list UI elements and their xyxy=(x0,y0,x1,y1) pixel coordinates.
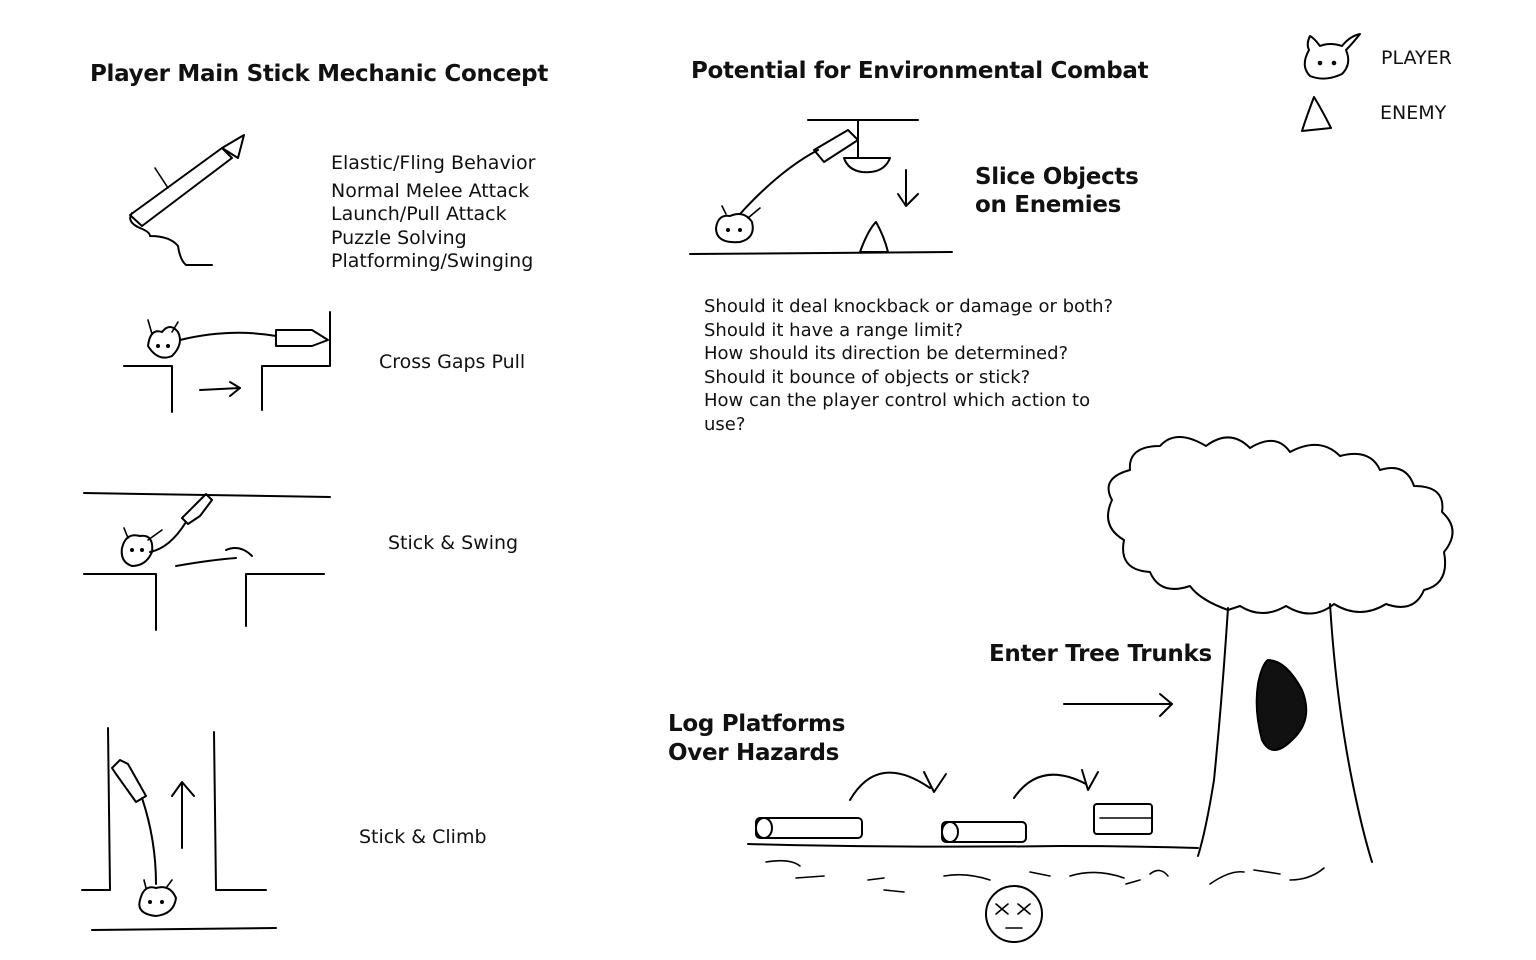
cross-gaps-label: Cross Gaps Pull xyxy=(379,351,526,373)
behavior-item: Platforming/Swinging xyxy=(331,250,534,272)
enemy-icon xyxy=(859,221,889,253)
player-legend-icon xyxy=(1303,33,1361,80)
tree-trunk-right xyxy=(1329,603,1373,863)
slice-sketch xyxy=(689,119,953,255)
log-icon xyxy=(1093,803,1153,835)
behavior-list: Elastic/Fling Behavior Normal Melee Atta… xyxy=(331,152,535,274)
question-item: Should it bounce of objects or stick? xyxy=(704,366,1031,388)
stick-climb-label: Stick & Climb xyxy=(359,826,487,848)
right-column-title: Potential for Environmental Combat xyxy=(691,58,1149,84)
legend-enemy-label: ENEMY xyxy=(1380,102,1447,124)
behavior-item: Elastic/Fling Behavior xyxy=(331,152,536,174)
question-item: How can the player control which action … xyxy=(704,390,1091,435)
behavior-item: Normal Melee Attack xyxy=(331,179,530,202)
stick-climb-sketch xyxy=(81,727,277,931)
arrow-right-icon xyxy=(199,387,241,391)
tree-canopy xyxy=(1107,436,1454,615)
left-column-title: Player Main Stick Mechanic Concept xyxy=(90,61,549,87)
question-list: Should it deal knockback or damage or bo… xyxy=(704,295,1124,436)
cross-gaps-sketch xyxy=(123,311,331,413)
tree-hole xyxy=(1255,659,1308,751)
question-item: How should its direction be determined? xyxy=(704,343,1069,364)
behavior-item: Launch/Pull Attack xyxy=(331,203,507,225)
log-platforms-sketch xyxy=(747,769,1325,943)
player-icon xyxy=(715,213,754,244)
tree-label: Enter Tree Trunks xyxy=(989,641,1212,667)
log-label: Log Platforms Over Hazards xyxy=(668,711,846,766)
stick-swing-sketch xyxy=(83,492,331,631)
defeated-enemy-icon xyxy=(985,885,1043,943)
tree-trunk-left xyxy=(1197,607,1229,857)
stick-swing-label: Stick & Swing xyxy=(388,532,519,554)
player-icon xyxy=(138,886,177,917)
enemy-legend-icon xyxy=(1301,96,1332,132)
stick-sketch-icon xyxy=(129,134,245,266)
player-icon xyxy=(147,326,181,359)
arrow-icon xyxy=(1081,769,1099,791)
question-item: Should it have a range limit? xyxy=(704,319,964,341)
arrow-icon xyxy=(923,771,947,793)
question-item: Should it deal knockback or damage or bo… xyxy=(704,296,1114,317)
legend-player-label: PLAYER xyxy=(1381,47,1452,69)
slice-label: Slice Objects on Enemies xyxy=(975,164,1139,218)
tree-sketch xyxy=(1063,436,1454,863)
behavior-item: Puzzle Solving xyxy=(331,226,467,249)
arc-arrow-icon xyxy=(225,547,253,557)
